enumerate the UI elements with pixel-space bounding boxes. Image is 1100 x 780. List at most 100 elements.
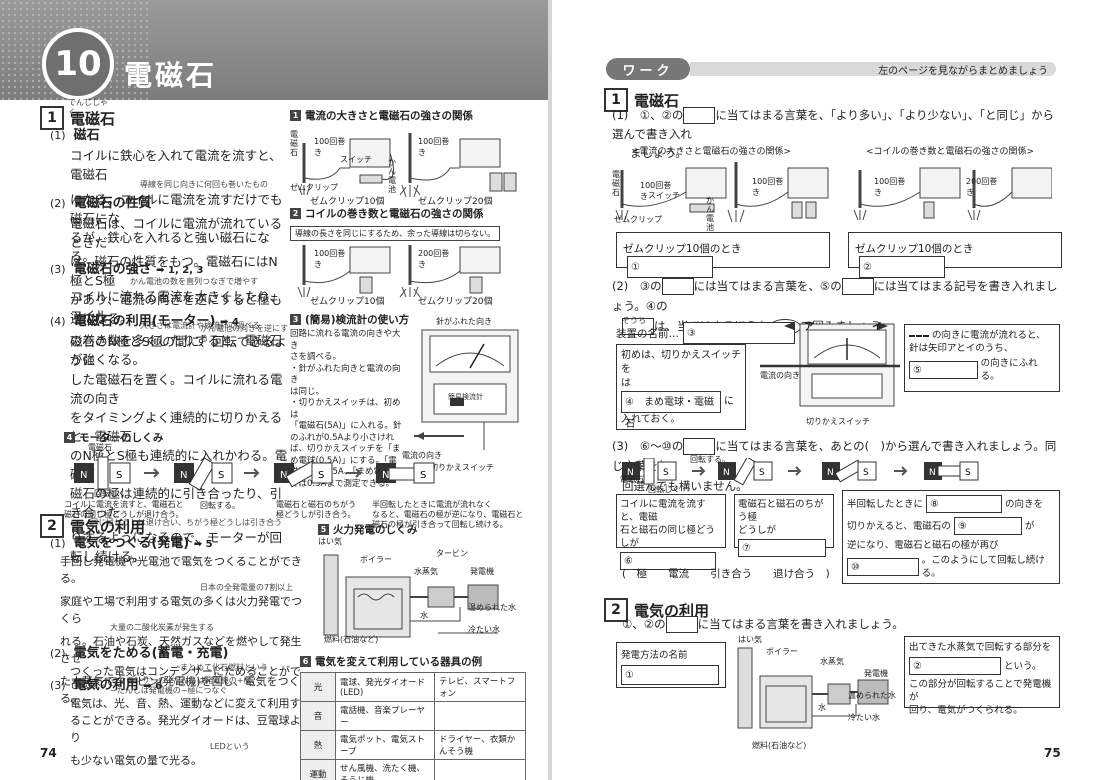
clip-label: ゼムクリップ [290,183,338,192]
galvanometer-instructions: 回路に流れる電流の向きや大き さを調べる。 ・針がふれた向きと電流の向き は同じ… [290,329,408,490]
switch-label: スイッチ [340,155,372,164]
text-line: コイルに鉄心を入れて電流を流すと、電磁石 [70,148,282,182]
answer-field[interactable]: ⑤ [909,361,978,379]
sub-number: (1) [50,129,66,142]
coil-label: 200回巻き [418,249,450,269]
sub-number: (2) [50,647,66,660]
box-text: 逆になり、電磁石と磁石の極が再び [847,540,999,551]
exhaust-label: はい気 [738,635,762,644]
text-line: をタイミングよく連続的に切りかえると、電磁石 [70,410,283,444]
table-cell: 電気ポット、電気ストーブ [334,730,436,760]
box-text: コイルに電流を流すと、電磁 [620,499,706,523]
text-line: ることができる。発光ダイオードは、豆電球より [70,714,301,744]
sub-title: 電磁石の強さ [73,262,152,277]
svg-text:S: S [759,468,765,478]
answer-field[interactable]: ① [621,665,719,685]
meter-name: 簡易検流計 [448,393,483,401]
generation-method-box: 発電方法の名前 ① [616,642,726,688]
annotation: まとめて化石燃料という [180,663,268,672]
svg-text:N: N [627,468,634,478]
box-text: 。このようにして回転し続ける。 [921,555,1045,579]
answer-field[interactable]: ⑧ [926,495,1003,513]
thermal-power-diagram [323,554,499,638]
sub-number: (2) [50,197,66,210]
text-line: の巻き数を多くしたりすると、電磁石が強くなる。 [70,333,283,367]
answer-field[interactable]: ① [627,256,713,278]
annotation: LEDという [210,742,250,751]
svg-text:S: S [318,470,324,481]
q1-circuit-diagrams [615,162,1052,223]
answer-field[interactable]: ⑥ [620,552,716,570]
annotation: かん電池の向きを逆にする [200,324,289,343]
annotation: 大きさは電流計や検流計で調べる [140,321,260,330]
text-line: 電磁石は、コイルに電流が流れているときだ [70,216,283,250]
answer-field[interactable]: ⑨ [953,517,1022,535]
section-number: 1 [604,88,628,112]
coil-label: 100回巻き [874,177,906,197]
figure-refs: ➡ 4 [220,317,239,328]
box-text: という。 [1004,660,1042,672]
blank-marker [683,438,716,455]
text-line: 電気は、光、音、熱、運動などに変えて利用す [70,697,301,710]
clip-label: ゼムクリップ [614,215,662,224]
question-number: (3) [612,439,629,453]
text-line: 回路に流れる電流の向きや大き [290,329,401,351]
box-text: 初めは、切りかえスイッチを [621,350,741,375]
sub-number: (4) [50,315,66,328]
battery-label: かん電池 [706,196,714,232]
answer-field[interactable]: ⑩ [847,558,919,576]
question-text: ①、②の [622,617,666,631]
choice-field[interactable]: ④ まめ電球・電磁石 [621,391,721,430]
coil-label: 100回巻き [418,137,450,157]
question-text: ①、②の [639,108,684,122]
sub-title: 電気の利用 [73,678,139,693]
box-text: の向きを [1005,498,1044,510]
answer-field[interactable]: ② [909,657,1001,675]
text-line: になる。コイルに電流を流すだけでも磁石にな [70,192,283,226]
svg-text:N: N [929,468,936,478]
table-cell: テレビ、スマートフォン [434,672,526,702]
s1-p3: (3)電磁石の強さ ➡ 1, 2, 3 かん電池の数を直列つなぎで増やす コイル… [50,258,290,369]
table-cell: 光 [300,672,336,702]
blank-marker [841,278,874,295]
q1-answer-a: ゼムクリップ10個のとき ① [616,232,830,278]
answer-field[interactable]: ③ [683,322,795,344]
figure-number: 6 [300,656,311,667]
annotation: 日本の全発電量の7割以上 [200,583,294,592]
text-line: つくった電気はコンデンサーにためることがで [70,665,301,678]
s2-question-text: ①、②のに当てはまる言葉を書き入れましょう。 [622,616,904,633]
shaft-label: 回転じく [648,485,680,494]
answer-field[interactable]: ⑦ [738,539,826,557]
figure-title: モーターのしくみ [79,432,164,444]
table-cell: 熱 [300,730,336,760]
svg-text:N: N [827,468,834,478]
switch-label: スイッチ [648,191,680,200]
question-text: ⑥〜⑩の [639,439,684,453]
answer-field[interactable]: ② [859,256,945,278]
caption-b: ゼムクリップ20個 [418,297,493,307]
svg-text:N: N [382,470,389,481]
fuel-label: 燃料(石油など) [752,741,807,750]
text-line: 家庭や工場で利用する電気の多くは火力発電でつくら [60,595,302,625]
text-line: さを調べる。 [290,352,342,362]
ruby: そうち [622,316,646,325]
needle-label: 針がふれた向き [436,317,492,326]
figure-number: 1 [290,110,301,121]
rotate-label: 回転する。 [690,455,730,464]
q3-box-1: コイルに電流を流すと、電磁 石と磁石の同じ極どうしが ⑥ [616,494,726,570]
caption-line: 磁石の同じ極どうしが退け合う。 [64,510,184,519]
generator-label: 発電機 [864,669,888,678]
figure-number: 5 [318,524,329,535]
box-text: に [724,396,734,407]
figure-title: 電気を変えて利用している器具の例 [315,656,483,668]
annotation: 導線を同じ向きに何回も巻いたもの [140,180,268,189]
work-subtitle: 左のページを見ながらまとめましょう [690,62,1056,77]
q1-answer-b: ゼムクリップ10個のとき ② [848,232,1062,278]
chapter-number: 10 [42,28,114,100]
device-name-label: 装置の名前… [616,327,679,340]
sub-title: 電磁石の利用(モーター) [73,314,216,329]
caption-a: ゼムクリップ10個 [310,297,385,307]
turbine-label: タービン [436,549,468,558]
